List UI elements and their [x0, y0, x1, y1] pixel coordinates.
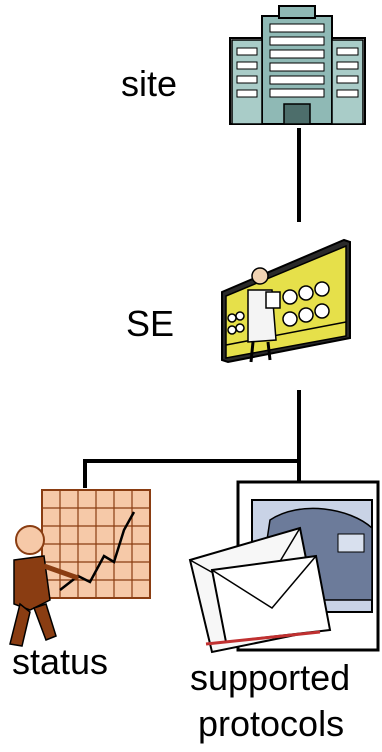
supported-protocols-label-line1: supported [190, 657, 351, 698]
connector-lines [83, 128, 301, 488]
supported-protocols-label-line2: protocols [198, 703, 345, 744]
office-building-icon [229, 5, 366, 125]
envelopes-and-car-icon [188, 480, 380, 654]
se-label: SE [126, 303, 175, 344]
site-label: site [121, 63, 178, 104]
businessman-rising-chart-icon [9, 489, 151, 647]
mainframe-computer-technician-icon [221, 238, 351, 364]
status-label: status [12, 641, 109, 682]
